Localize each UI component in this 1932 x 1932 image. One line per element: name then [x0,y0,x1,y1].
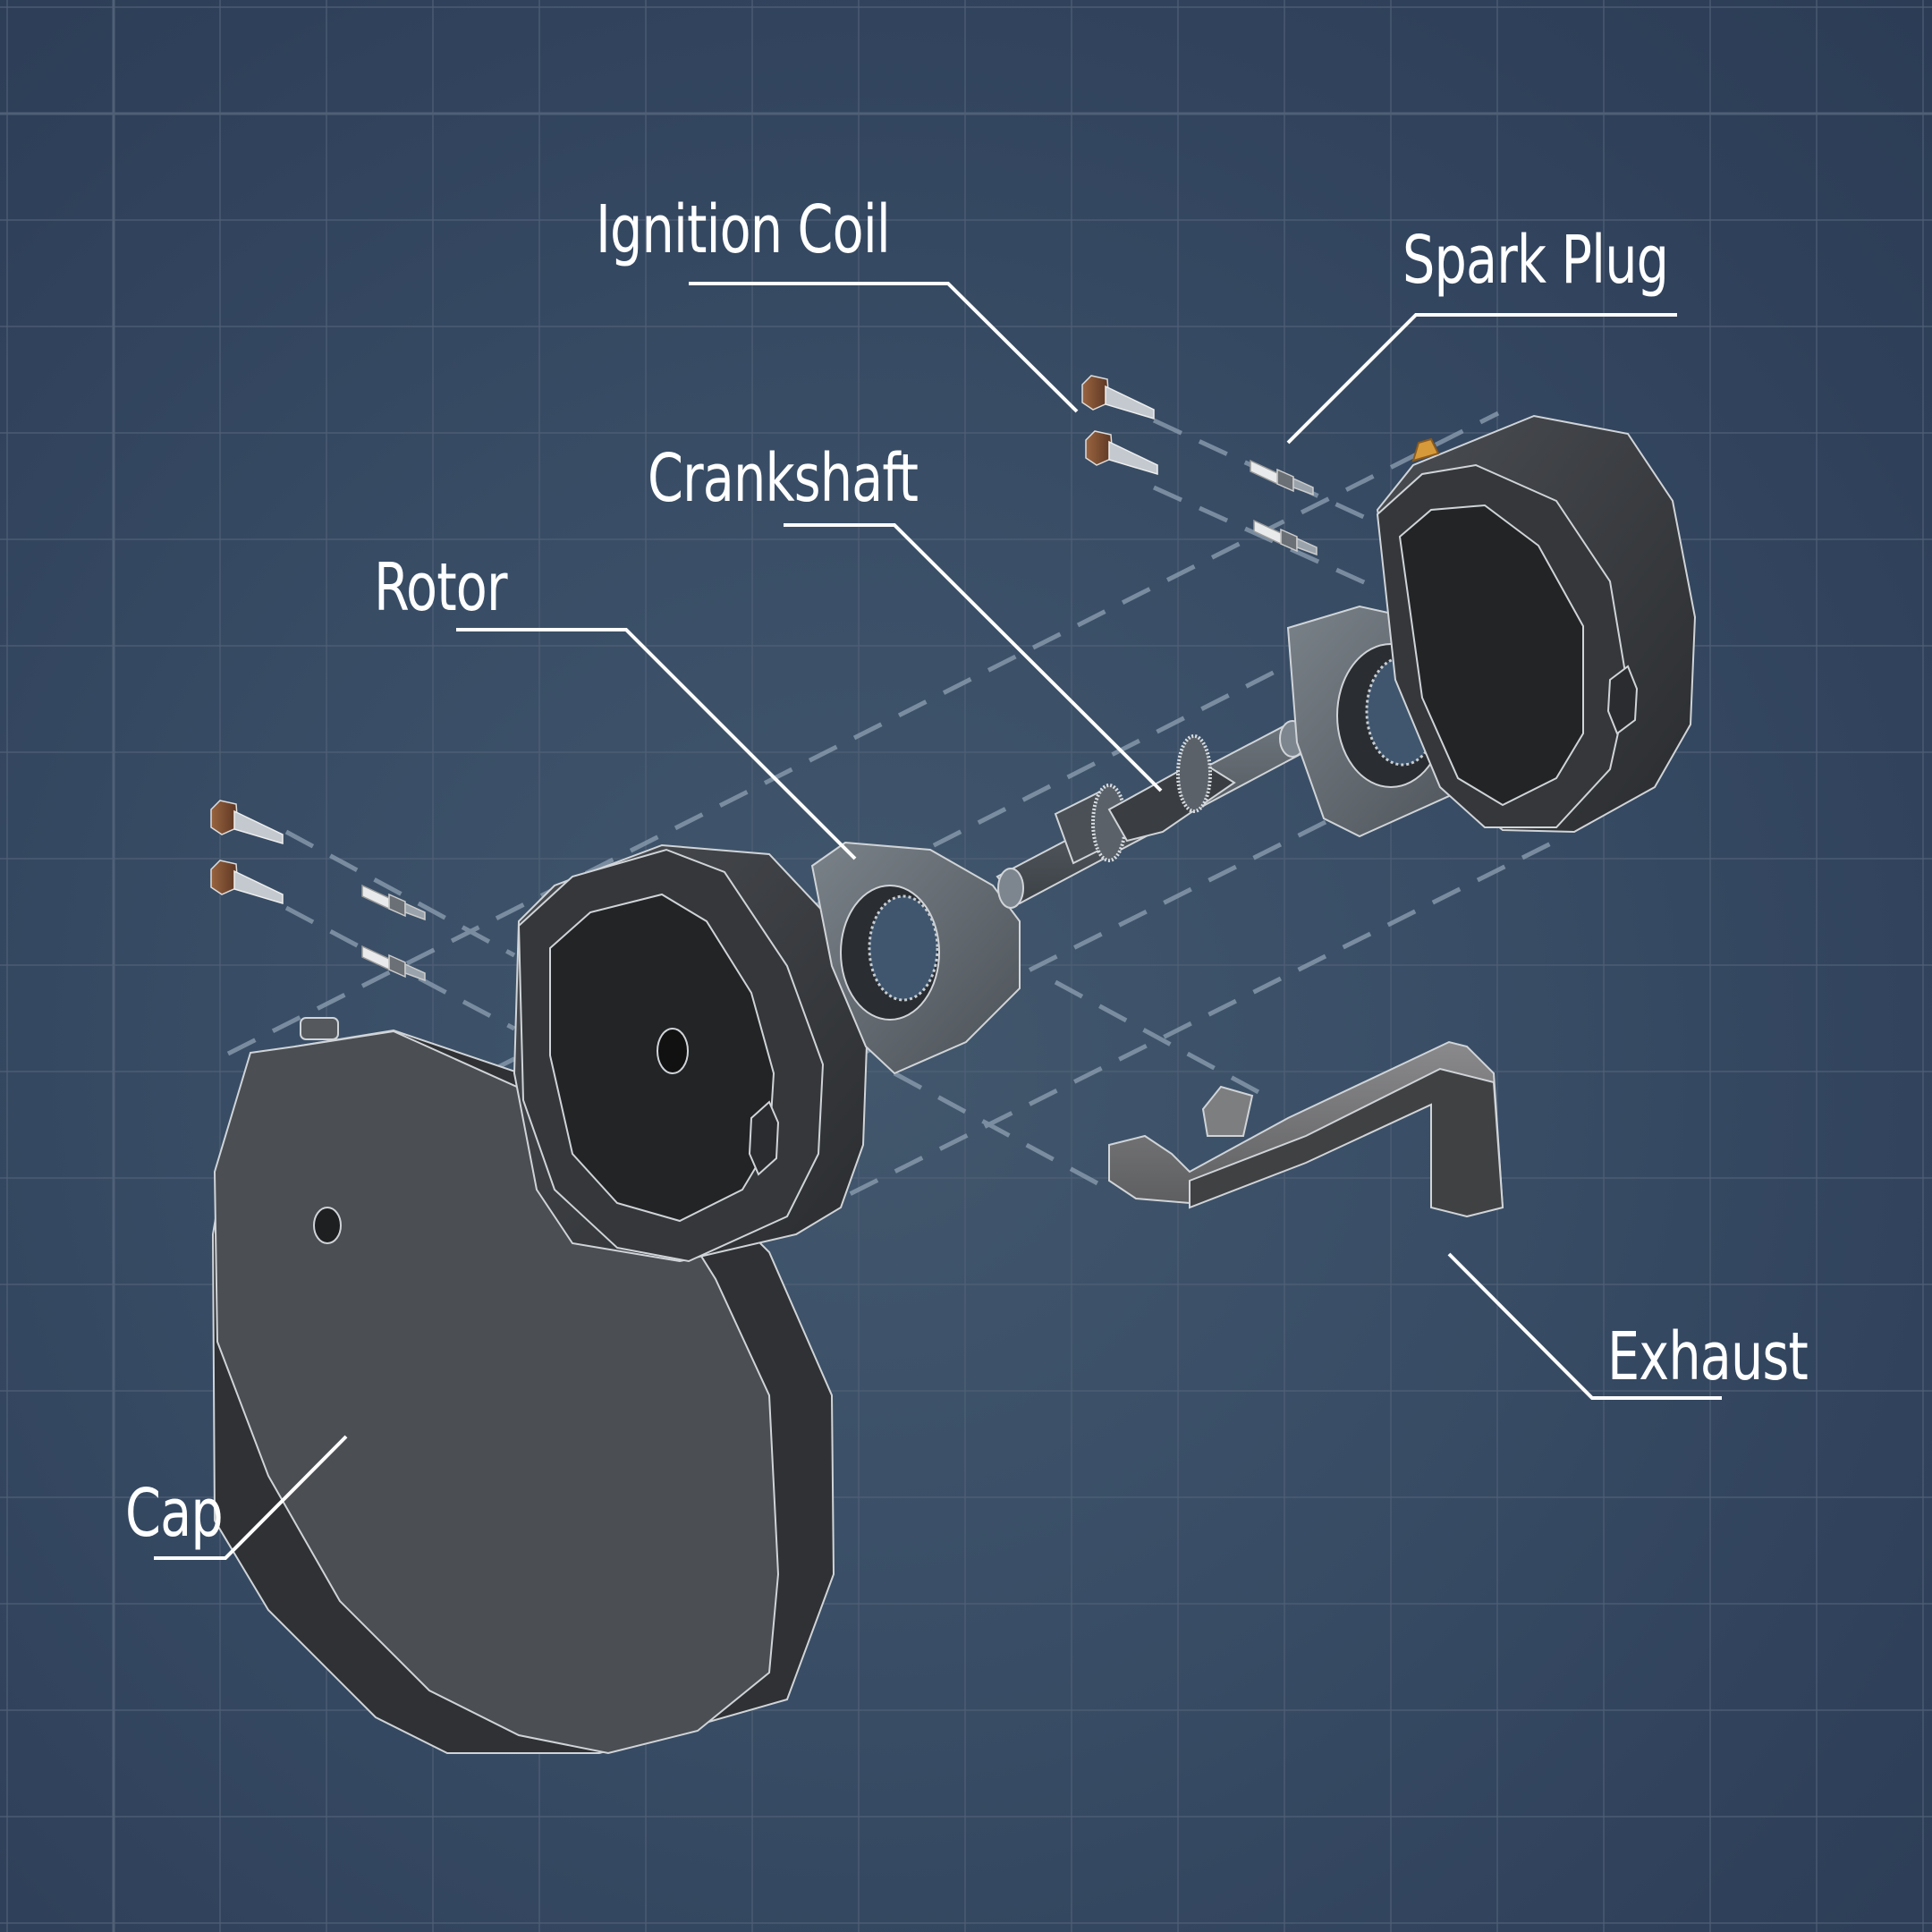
rotor-housing-rear [1376,414,1697,834]
leader-ignition-coil [689,282,1079,413]
alignment-line [893,1071,1111,1192]
label-spark-plug: Spark Plug [1402,222,1669,299]
leader-cap [154,1435,348,1560]
label-ignition-coil: Ignition Coil [596,191,891,268]
leader-lines [154,282,1722,1560]
label-cap: Cap [125,1475,224,1552]
ignition-coil [210,800,284,845]
leader-spark-plug [1286,313,1677,445]
spark-plug [361,884,426,921]
bracket-accent [1411,437,1440,462]
ignition-coil [1081,375,1155,420]
alignment-line [1152,485,1384,593]
leader-rotor [456,628,857,860]
rotor-housing-front [513,843,869,1263]
cap-center-hole [313,1207,342,1244]
ignition-coil [1085,430,1158,476]
label-exhaust: Exhaust [1607,1318,1809,1395]
rotor-front-part [810,841,1021,1075]
spark-plug [1250,459,1314,496]
hex-port [1606,665,1639,735]
alignment-line [284,829,516,958]
crankshaft-part [996,720,1308,909]
ignition-coils [210,375,1158,905]
alignment-line [226,411,1500,1056]
spark-plug [361,945,426,982]
spark-plugs [361,459,1318,982]
leader-exhaust [1447,1252,1722,1400]
alignment-line [1054,979,1272,1101]
ignition-coil [210,860,284,905]
label-rotor: Rotor [374,549,507,626]
exhaust-part [1108,1040,1504,1218]
leader-crankshaft [784,523,1163,792]
hex-port [748,1100,780,1176]
spark-plug [1253,519,1318,556]
cap-bolt [300,1017,339,1040]
label-crankshaft: Crankshaft [648,440,919,517]
